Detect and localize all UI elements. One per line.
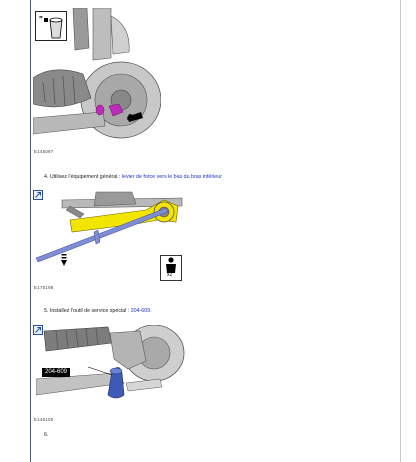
step-4-link[interactable]: levier de force vers le bas du bras infé… bbox=[121, 174, 222, 180]
step-4-text: 4. Utilisez l'équipement général : levie… bbox=[44, 174, 222, 180]
tool-icon: " bbox=[35, 11, 67, 41]
figure-2-label: E175198 bbox=[34, 285, 54, 290]
page-left-rule bbox=[30, 0, 31, 462]
person-icon: x2 bbox=[160, 255, 182, 281]
svg-text:": " bbox=[39, 15, 43, 24]
zoom-icon[interactable] bbox=[33, 190, 43, 200]
tool-number-callout: 204-609 bbox=[42, 368, 71, 377]
figure-2-suspension-illustration bbox=[36, 190, 184, 284]
person-count-badge: x2 bbox=[167, 272, 173, 278]
step-5-text: 5. Installez l'outil de service spécial … bbox=[44, 308, 152, 314]
page-right-rule bbox=[400, 0, 401, 462]
step-5-link[interactable]: 204-609. bbox=[130, 308, 152, 314]
figure-1-label: E145097 bbox=[34, 149, 54, 154]
step-6-text: 6. bbox=[44, 432, 49, 438]
step-4-instruction: 4. Utilisez l'équipement général : bbox=[44, 174, 122, 180]
step-5-instruction: 5. Installez l'outil de service spécial … bbox=[44, 308, 131, 314]
figure-3-label: E145100 bbox=[34, 417, 54, 422]
figure-1-hub-illustration: " bbox=[33, 8, 161, 148]
figure-3-tool-installation-illustration: 204-609 bbox=[36, 325, 186, 415]
zoom-icon-2[interactable] bbox=[33, 325, 43, 335]
